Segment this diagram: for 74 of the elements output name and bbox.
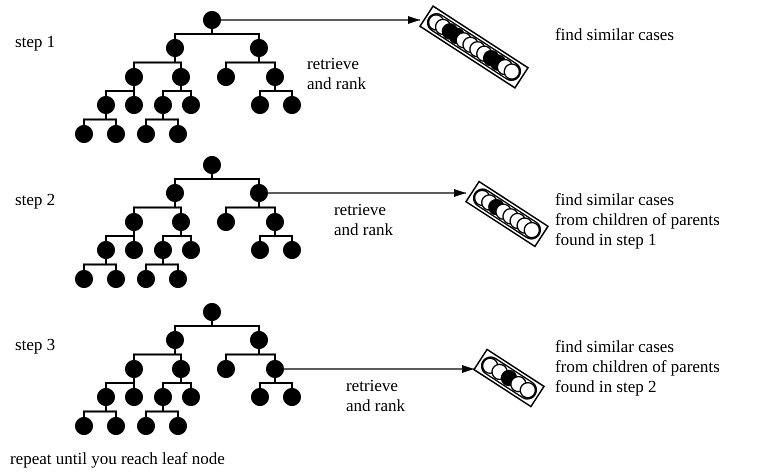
tree-node-circle (97, 241, 115, 259)
tree-branch-line (211, 29, 260, 39)
arrow (284, 365, 474, 373)
tree-node-circle (137, 125, 155, 143)
node-caption: from children of parents (555, 357, 720, 377)
tree-node-circle (75, 125, 93, 143)
tree-node-circle (75, 417, 93, 435)
node-caption: from children of parents (555, 210, 720, 230)
tree-node-circle (166, 39, 184, 57)
tree-branch-line (274, 231, 293, 241)
node-caption: find similar cases (555, 25, 674, 45)
tree-node-circle (154, 96, 172, 114)
tree-node-circle (137, 270, 155, 288)
arrow (268, 189, 466, 197)
tree-node-circle (125, 388, 143, 406)
tree-branch-line (211, 321, 260, 331)
tree-branch-line (211, 174, 260, 184)
tree-node-circle (251, 96, 269, 114)
tree-branch-line (180, 231, 192, 241)
tree-node-circle (107, 417, 125, 435)
tree-node-circle (125, 96, 143, 114)
tree-node-circle (125, 68, 143, 86)
tree-node-circle (97, 388, 115, 406)
tree-branch-line (180, 378, 192, 388)
node-caption: found in step 2 (555, 377, 658, 397)
tree-node-circle (266, 213, 284, 231)
tree-branch-line (274, 378, 293, 388)
tree-node-circle (169, 270, 187, 288)
tree-node-circle (154, 388, 172, 406)
tree-node-circle (283, 388, 301, 406)
tree-branch-line (274, 86, 293, 96)
tree-node-circle (172, 68, 190, 86)
tree-node-circle (107, 270, 125, 288)
tree-node-circle (182, 96, 200, 114)
tree-node-circle (250, 184, 268, 202)
tree-node-circle (251, 388, 269, 406)
tree-node-circle (283, 241, 301, 259)
tree-node-circle (125, 241, 143, 259)
tree-node-circle (251, 241, 269, 259)
tree-node-circle (266, 68, 284, 86)
tree-node-circle (217, 213, 235, 231)
tree-node-circle (169, 125, 187, 143)
tree-node-circle (217, 68, 235, 86)
tree-node-circle (172, 213, 190, 231)
tree-branch-line (180, 86, 192, 96)
tree-node-circle (217, 360, 235, 378)
node-caption: found in step 1 (555, 230, 658, 250)
step-label: step 1 (15, 32, 56, 52)
tree-node-circle (107, 125, 125, 143)
tree-node-circle (97, 96, 115, 114)
tree-node-circle (266, 360, 284, 378)
node-caption: find similar cases (555, 337, 675, 357)
tree-node-circle (182, 388, 200, 406)
note-text: repeat until you reach leaf node (10, 449, 225, 469)
step-label: step 2 (15, 190, 56, 210)
tree-node-circle (166, 331, 184, 349)
tree-node-circle (250, 39, 268, 57)
tree-node-circle (182, 241, 200, 259)
tree-node-circle (283, 96, 301, 114)
tree-node-circle (203, 303, 221, 321)
tree-node-circle (154, 241, 172, 259)
step-label: step 3 (15, 335, 56, 355)
tree-node-circle (125, 213, 143, 231)
tree-node-circle (203, 156, 221, 174)
tree-node-circle (250, 331, 268, 349)
tree-node-circle (172, 360, 190, 378)
tree-node-circle (137, 417, 155, 435)
node-caption: find similar cases (555, 190, 675, 210)
arrow (221, 16, 420, 24)
tree-node-circle (166, 184, 184, 202)
tree-node-circle (125, 360, 143, 378)
tree-node-circle (75, 270, 93, 288)
tree-node-circle (169, 417, 187, 435)
tree-node-circle (203, 11, 221, 29)
